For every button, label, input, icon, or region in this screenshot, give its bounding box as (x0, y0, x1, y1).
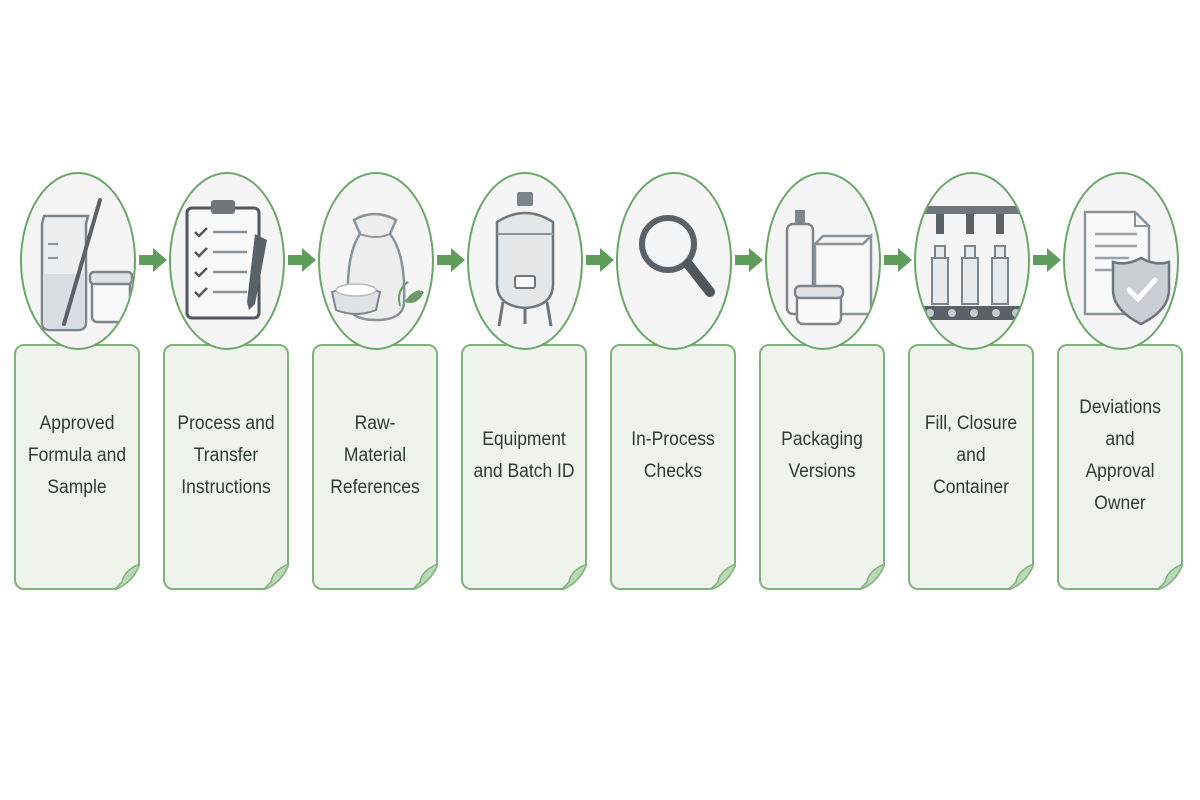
step-approved-formula: Approved Formula and Sample (14, 168, 144, 593)
flow-arrow (288, 248, 316, 272)
step-label: Approved Formula and Sample (27, 413, 127, 498)
step-equipment-batch: Equipment and Batch ID (461, 168, 591, 593)
step-1-icon-oval (20, 172, 136, 350)
step-card: Fill, Closure and Container (908, 344, 1034, 590)
step-in-process-checks: In-Process Checks (610, 168, 740, 593)
document-shield-icon (1083, 210, 1171, 326)
flow-arrow (586, 248, 614, 272)
step-3-icon-oval (318, 172, 434, 350)
step-7-icon-oval (914, 172, 1030, 350)
page-curl-decoration (114, 564, 140, 590)
page-curl-decoration (263, 564, 289, 590)
step-deviations-approval: Deviations and Approval Owner (1057, 168, 1187, 593)
step-label: In-Process Checks (631, 429, 715, 482)
step-packaging-versions: Packaging Versions (759, 168, 889, 593)
beaker-jar-icon (40, 198, 134, 332)
step-process-instructions: Process and Transfer Instructions (163, 168, 293, 593)
step-label: Fill, Closure and Container (924, 413, 1018, 498)
mixing-vessel-icon (495, 192, 555, 327)
step-label: Packaging Versions (781, 429, 863, 482)
filling-line-icon (920, 206, 1024, 320)
flow-arrow (884, 248, 912, 272)
page-curl-decoration (561, 564, 587, 590)
step-card: In-Process Checks (610, 344, 736, 590)
page-curl-decoration (1008, 564, 1034, 590)
step-card: Equipment and Batch ID (461, 344, 587, 590)
packaging-icon (785, 210, 873, 326)
page-curl-decoration (710, 564, 736, 590)
step-card: Process and Transfer Instructions (163, 344, 289, 590)
magnifier-icon (639, 215, 715, 297)
step-card: Deviations and Approval Owner (1057, 344, 1183, 590)
step-label: Process and Transfer Instructions (177, 413, 275, 498)
step-card: Packaging Versions (759, 344, 885, 590)
flow-arrow (437, 248, 465, 272)
step-6-icon-oval (765, 172, 881, 350)
page-curl-decoration (1157, 564, 1183, 590)
step-4-icon-oval (467, 172, 583, 350)
step-label: Equipment and Batch ID (473, 429, 575, 482)
step-fill-closure: Fill, Closure and Container (908, 168, 1038, 593)
flow-arrow (139, 248, 167, 272)
page-curl-decoration (859, 564, 885, 590)
flow-arrow (1033, 248, 1061, 272)
step-5-icon-oval (616, 172, 732, 350)
step-raw-material: Raw-Material References (312, 168, 442, 593)
step-card: Approved Formula and Sample (14, 344, 140, 590)
step-card: Raw-Material References (312, 344, 438, 590)
step-label: Raw-Material References (330, 413, 420, 498)
clipboard-checklist-icon (185, 200, 267, 320)
flow-arrow (735, 248, 763, 272)
step-label: Deviations and Approval Owner (1079, 397, 1161, 514)
page-curl-decoration (412, 564, 438, 590)
material-sack-icon (330, 212, 424, 322)
step-8-icon-oval (1063, 172, 1179, 350)
step-2-icon-oval (169, 172, 285, 350)
